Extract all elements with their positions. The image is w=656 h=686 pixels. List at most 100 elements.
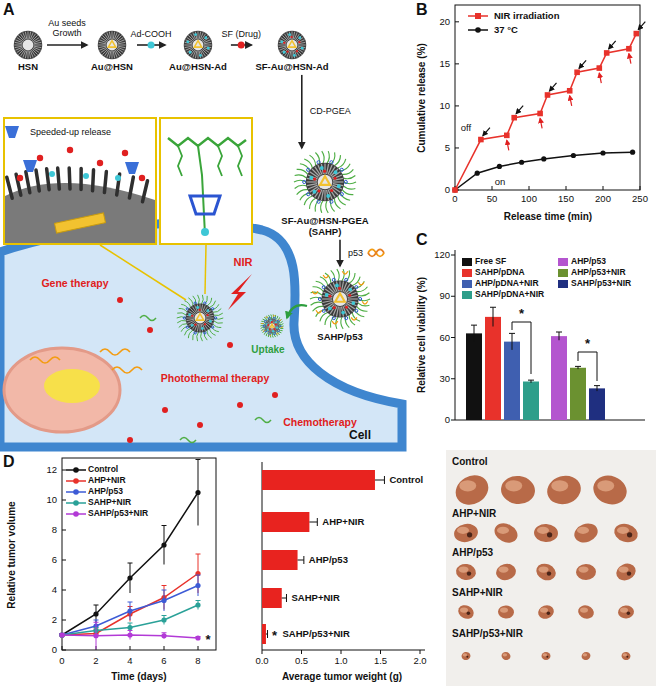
data-point: [574, 69, 580, 75]
silica-spike: [109, 32, 111, 40]
silica-spike: [275, 323, 279, 324]
tumor-highlight: [499, 566, 509, 572]
tumor-necrosis: [467, 532, 472, 537]
axis-line: [455, 420, 645, 421]
tumor-photo: [455, 563, 477, 582]
tick-label: 2.0: [413, 656, 426, 667]
tumor-photo: [572, 520, 601, 545]
tumor-highlight: [583, 653, 588, 656]
cyclodextrin-ring: [344, 180, 347, 183]
dna-strand: [265, 317, 267, 318]
tick-mark: [640, 186, 641, 190]
gold-nanoprism: [194, 41, 201, 47]
tumor-photo: [617, 605, 634, 619]
silica-shell: [278, 31, 307, 60]
panel-letter: D: [3, 453, 15, 471]
silica-spike: [204, 42, 212, 44]
polymer-brush: [184, 328, 190, 335]
dna-strand: [362, 301, 368, 304]
polymer-brush: [343, 186, 355, 189]
drug-dot: [194, 324, 196, 326]
hollow-core: [23, 40, 34, 51]
tumor-photo: [589, 471, 631, 509]
tumor-highlight: [551, 480, 568, 491]
polymer-brush: [207, 298, 212, 306]
legend-marker: [73, 489, 79, 495]
dna-strand: [269, 335, 271, 336]
particle-illustration: [277, 30, 307, 60]
silica-spike: [99, 46, 107, 48]
bar: [504, 342, 520, 420]
side-chain: [178, 146, 182, 176]
tumor-necrosis: [546, 656, 548, 658]
polymer-brush: [272, 333, 274, 338]
significance-mark: *: [585, 337, 590, 352]
uptake-arrow: [287, 305, 307, 318]
tick-label: 15: [439, 58, 450, 69]
polymer-brush: [184, 301, 190, 308]
polymer-brush: [331, 270, 335, 281]
tick-mark: [455, 147, 459, 148]
plot-frame: [62, 458, 216, 650]
adamantane-dot: [115, 175, 121, 181]
uptake-label: Uptake: [251, 344, 284, 356]
pore-spike: [26, 172, 30, 193]
polymer-brush: [274, 333, 276, 337]
dna-icon: [368, 249, 384, 256]
error-bar: [309, 518, 317, 526]
drug-dot: [199, 309, 201, 311]
data-point: [541, 156, 546, 161]
significance-mark: *: [272, 629, 277, 644]
data-point: [93, 611, 98, 616]
polymer-brush: [326, 201, 328, 213]
cyclodextrin-ring: [318, 297, 321, 300]
cyclodextrin-ring: [332, 317, 335, 320]
adamantane-dot: [199, 54, 202, 57]
tick-mark: [62, 470, 66, 471]
error-bar: [162, 616, 167, 625]
polymer-brush: [340, 164, 350, 171]
silica-spike: [265, 324, 269, 326]
tick-mark: [62, 646, 63, 650]
dna-strand: [263, 330, 265, 331]
zoom-box: [160, 118, 252, 244]
legend-swatch: [462, 291, 472, 299]
polymer-brush: [322, 151, 324, 163]
error-bar: [471, 325, 477, 342]
therapy-label: Photothermal therapy: [161, 372, 270, 384]
tick-mark: [62, 590, 66, 591]
process-arrow: [301, 75, 303, 148]
tick-label: 6: [161, 656, 166, 667]
significance-mark: *: [205, 633, 210, 648]
significance-mark: *: [519, 307, 524, 322]
drug-dot: [191, 315, 193, 317]
tick-label: 8: [52, 525, 57, 536]
dna-strand: [276, 333, 278, 334]
drug-dot: [328, 295, 331, 298]
process-arrow: [47, 44, 87, 46]
drug-dot: [122, 150, 128, 156]
adamantane-dot: [325, 293, 329, 297]
adamantane-dot: [313, 190, 317, 194]
polymer-brush: [263, 319, 267, 322]
polymer-brush: [214, 321, 223, 323]
drug-dot: [298, 41, 300, 43]
tick-label: 4: [52, 585, 57, 596]
dna-strand: [281, 327, 283, 328]
polymer-brush: [278, 330, 282, 333]
legend-text: Control: [88, 465, 118, 475]
tick-label: 0: [445, 185, 450, 196]
legend-marker: [475, 13, 481, 19]
pore-spike: [47, 169, 49, 190]
data-point: [59, 632, 64, 637]
polymer-brush: [342, 190, 353, 195]
legend-text: NIR irradiation: [494, 11, 559, 22]
error-bar: [298, 556, 304, 564]
on-arrow: [540, 118, 542, 128]
particle-name: HSN: [11, 62, 45, 73]
bar-label: SAHP+NIR: [291, 593, 339, 604]
silica-shell: [184, 31, 213, 60]
polymer-brush: [357, 287, 368, 292]
zoom-box: [4, 118, 156, 244]
on-arrow: [599, 73, 601, 83]
